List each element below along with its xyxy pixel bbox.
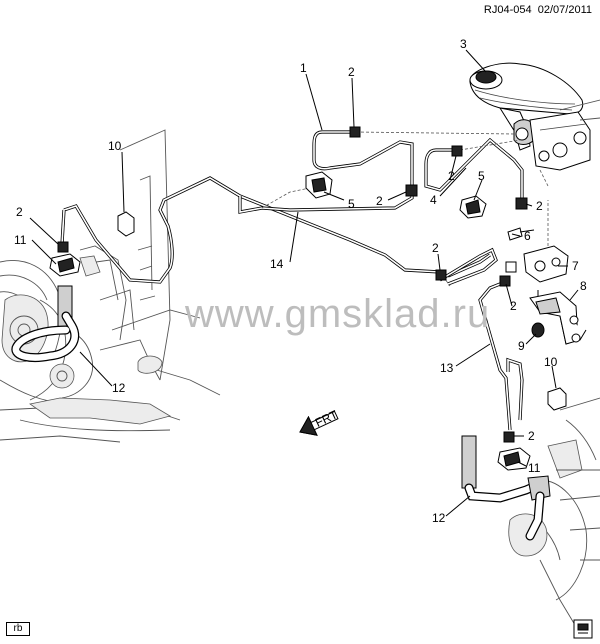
leader-lines — [29, 49, 579, 517]
diagram-date: 02/07/2011 — [537, 4, 592, 16]
callout-3: 3 — [460, 37, 467, 51]
callout-14: 14 — [270, 257, 284, 271]
callout-12-right: 12 — [432, 511, 446, 525]
callout-2-valve: 2 — [536, 199, 543, 213]
flex-hose-12-right — [461, 435, 551, 541]
callout-2-top: 2 — [348, 65, 355, 79]
right-suspension-background — [508, 397, 600, 626]
callout-7: 7 — [572, 259, 579, 273]
brake-line-14 — [63, 176, 498, 287]
callout-2-line4: 2 — [448, 169, 455, 183]
brake-line-4 — [424, 137, 524, 200]
diagram-code: RJ04-054 — [483, 4, 532, 16]
callout-2-right: 2 — [510, 299, 517, 313]
callout-4: 4 — [430, 193, 437, 207]
left-front-line — [60, 209, 66, 245]
callout-8: 8 — [580, 279, 587, 293]
diagram-header: RJ04-054 02/07/2011 — [484, 4, 592, 16]
callout-5-left: 5 — [348, 197, 355, 211]
master-cylinder-reservoir — [469, 62, 600, 187]
callout-10-left: 10 — [108, 139, 122, 153]
brake-valve-block — [505, 200, 569, 283]
brake-line-13 — [478, 282, 524, 431]
callout-labels: 1 2 3 2 2 4 5 5 2 2 6 7 8 9 10 10 2 11 1… — [14, 37, 587, 525]
callout-6: 6 — [524, 229, 531, 243]
callout-1: 1 — [300, 61, 307, 75]
fitting-nuts — [57, 126, 528, 443]
callout-2-left: 2 — [16, 205, 23, 219]
watermark: www.gmsklad.ru — [185, 292, 491, 336]
grommet-blocks — [117, 211, 567, 411]
callout-13: 13 — [440, 361, 454, 375]
document-icon — [573, 619, 593, 639]
callout-5-right: 5 — [478, 169, 485, 183]
callout-12-left: 12 — [112, 381, 126, 395]
front-arrow-label: FRT — [313, 407, 340, 430]
callout-2-lower: 2 — [528, 429, 535, 443]
retainer-clips — [305, 171, 487, 219]
hose-brackets — [49, 253, 531, 471]
left-suspension-background — [0, 129, 221, 443]
flex-hose-12-left — [11, 285, 80, 363]
callout-2-mid: 2 — [432, 241, 439, 255]
callout-2-line1: 2 — [376, 194, 383, 208]
mounting-bracket — [529, 290, 587, 345]
callout-10-right: 10 — [544, 355, 558, 369]
front-direction-arrow: FRT — [299, 407, 340, 436]
callout-11-right: 11 — [528, 461, 541, 475]
callout-9: 9 — [518, 339, 525, 353]
callout-11-left: 11 — [14, 233, 27, 247]
footer-tag: rb — [6, 622, 30, 636]
